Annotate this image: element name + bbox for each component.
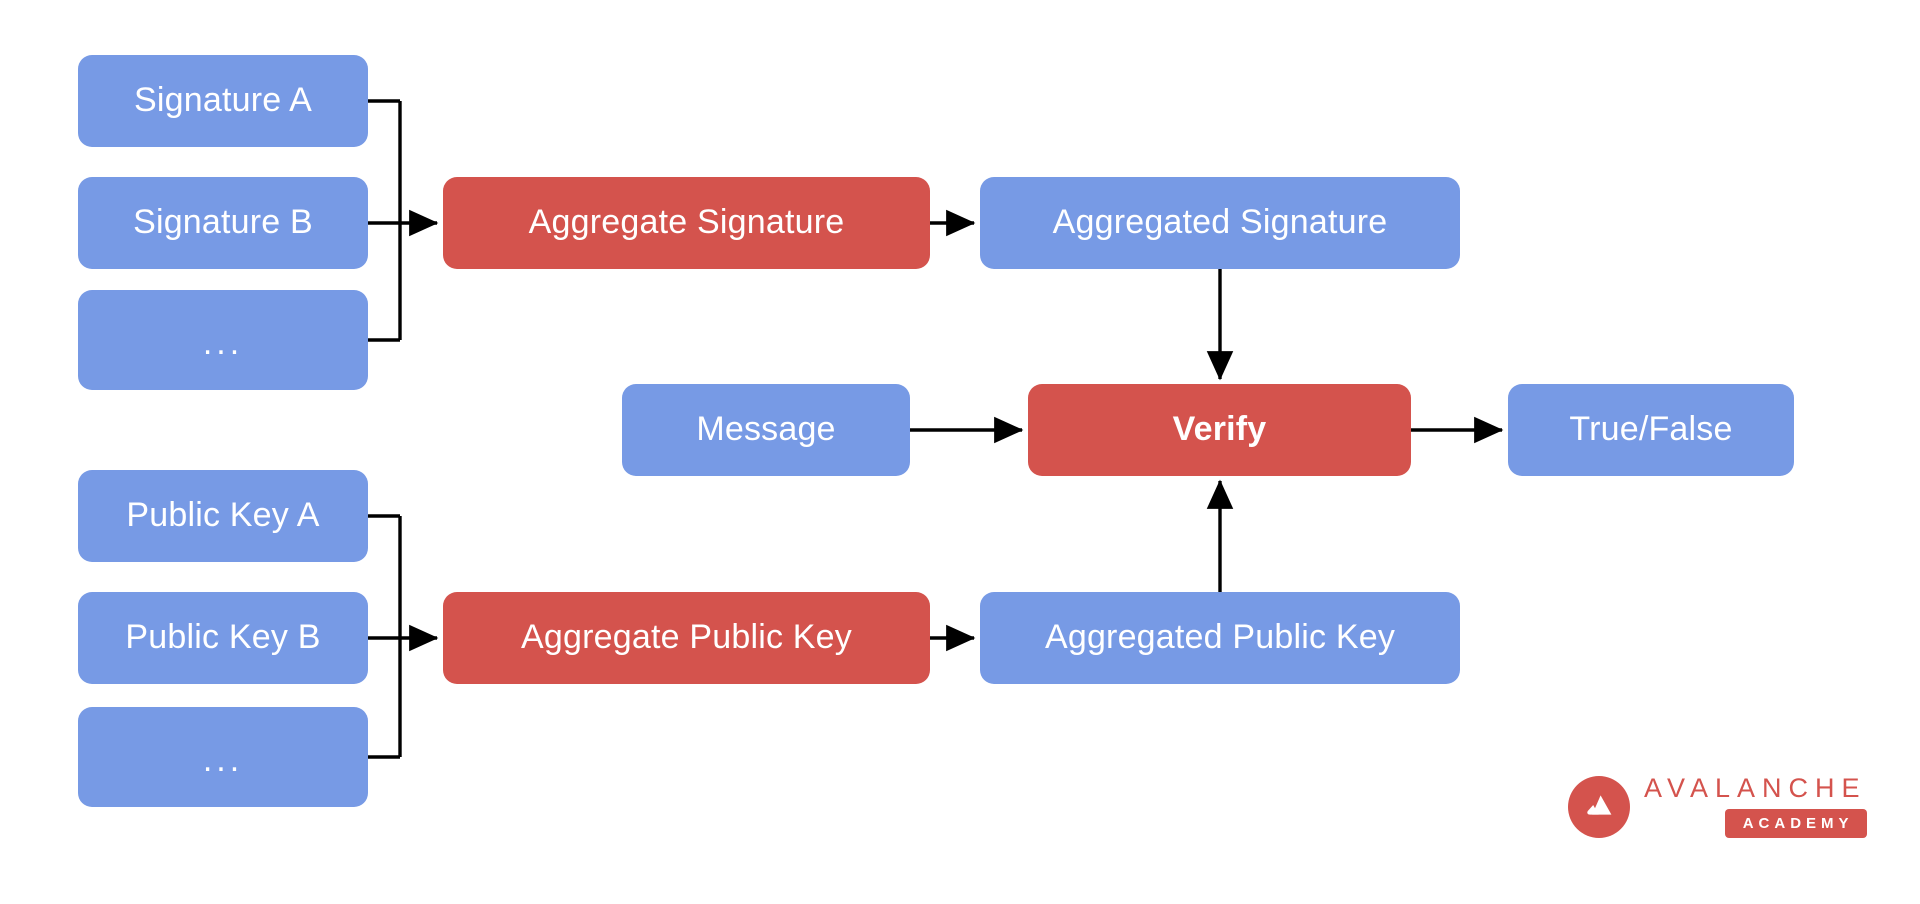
node-label: Signature B: [133, 203, 313, 242]
node-label: Public Key B: [125, 618, 321, 657]
node-signature-b[interactable]: Signature B: [78, 177, 368, 269]
node-label: True/False: [1569, 410, 1733, 449]
node-public-key-more[interactable]: ...: [78, 707, 368, 807]
avalanche-mountain-icon: [1568, 775, 1630, 838]
avalanche-academy-logo: AVALANCHE ACADEMY: [1568, 775, 1867, 838]
node-label: ...: [202, 741, 244, 780]
node-signature-more[interactable]: ...: [78, 290, 368, 390]
node-public-key-b[interactable]: Public Key B: [78, 592, 368, 684]
node-aggregate-public-key[interactable]: Aggregate Public Key: [443, 592, 930, 684]
edge-public-keys-bus: [368, 514, 439, 759]
node-label: Signature A: [134, 81, 312, 120]
node-label: ...: [202, 324, 244, 363]
node-verify[interactable]: Verify: [1028, 384, 1411, 476]
node-label: Verify: [1172, 410, 1267, 449]
node-label: Message: [696, 410, 836, 449]
node-message[interactable]: Message: [622, 384, 910, 476]
node-label: Public Key A: [126, 496, 320, 535]
logo-wordmark: AVALANCHE ACADEMY: [1644, 775, 1867, 838]
node-label: Aggregated Signature: [1052, 203, 1388, 242]
logo-brand-text: AVALANCHE: [1644, 773, 1867, 803]
edge-signatures-bus: [368, 99, 439, 342]
node-signature-a[interactable]: Signature A: [78, 55, 368, 147]
logo-sub-badge: ACADEMY: [1724, 809, 1867, 838]
node-public-key-a[interactable]: Public Key A: [78, 470, 368, 562]
node-label: Aggregated Public Key: [1044, 618, 1396, 657]
node-aggregate-signature[interactable]: Aggregate Signature: [443, 177, 930, 269]
node-label: Aggregate Signature: [528, 203, 845, 242]
node-aggregated-signature[interactable]: Aggregated Signature: [980, 177, 1460, 269]
node-true-false[interactable]: True/False: [1508, 384, 1794, 476]
node-aggregated-public-key[interactable]: Aggregated Public Key: [980, 592, 1460, 684]
node-label: Aggregate Public Key: [521, 618, 852, 657]
